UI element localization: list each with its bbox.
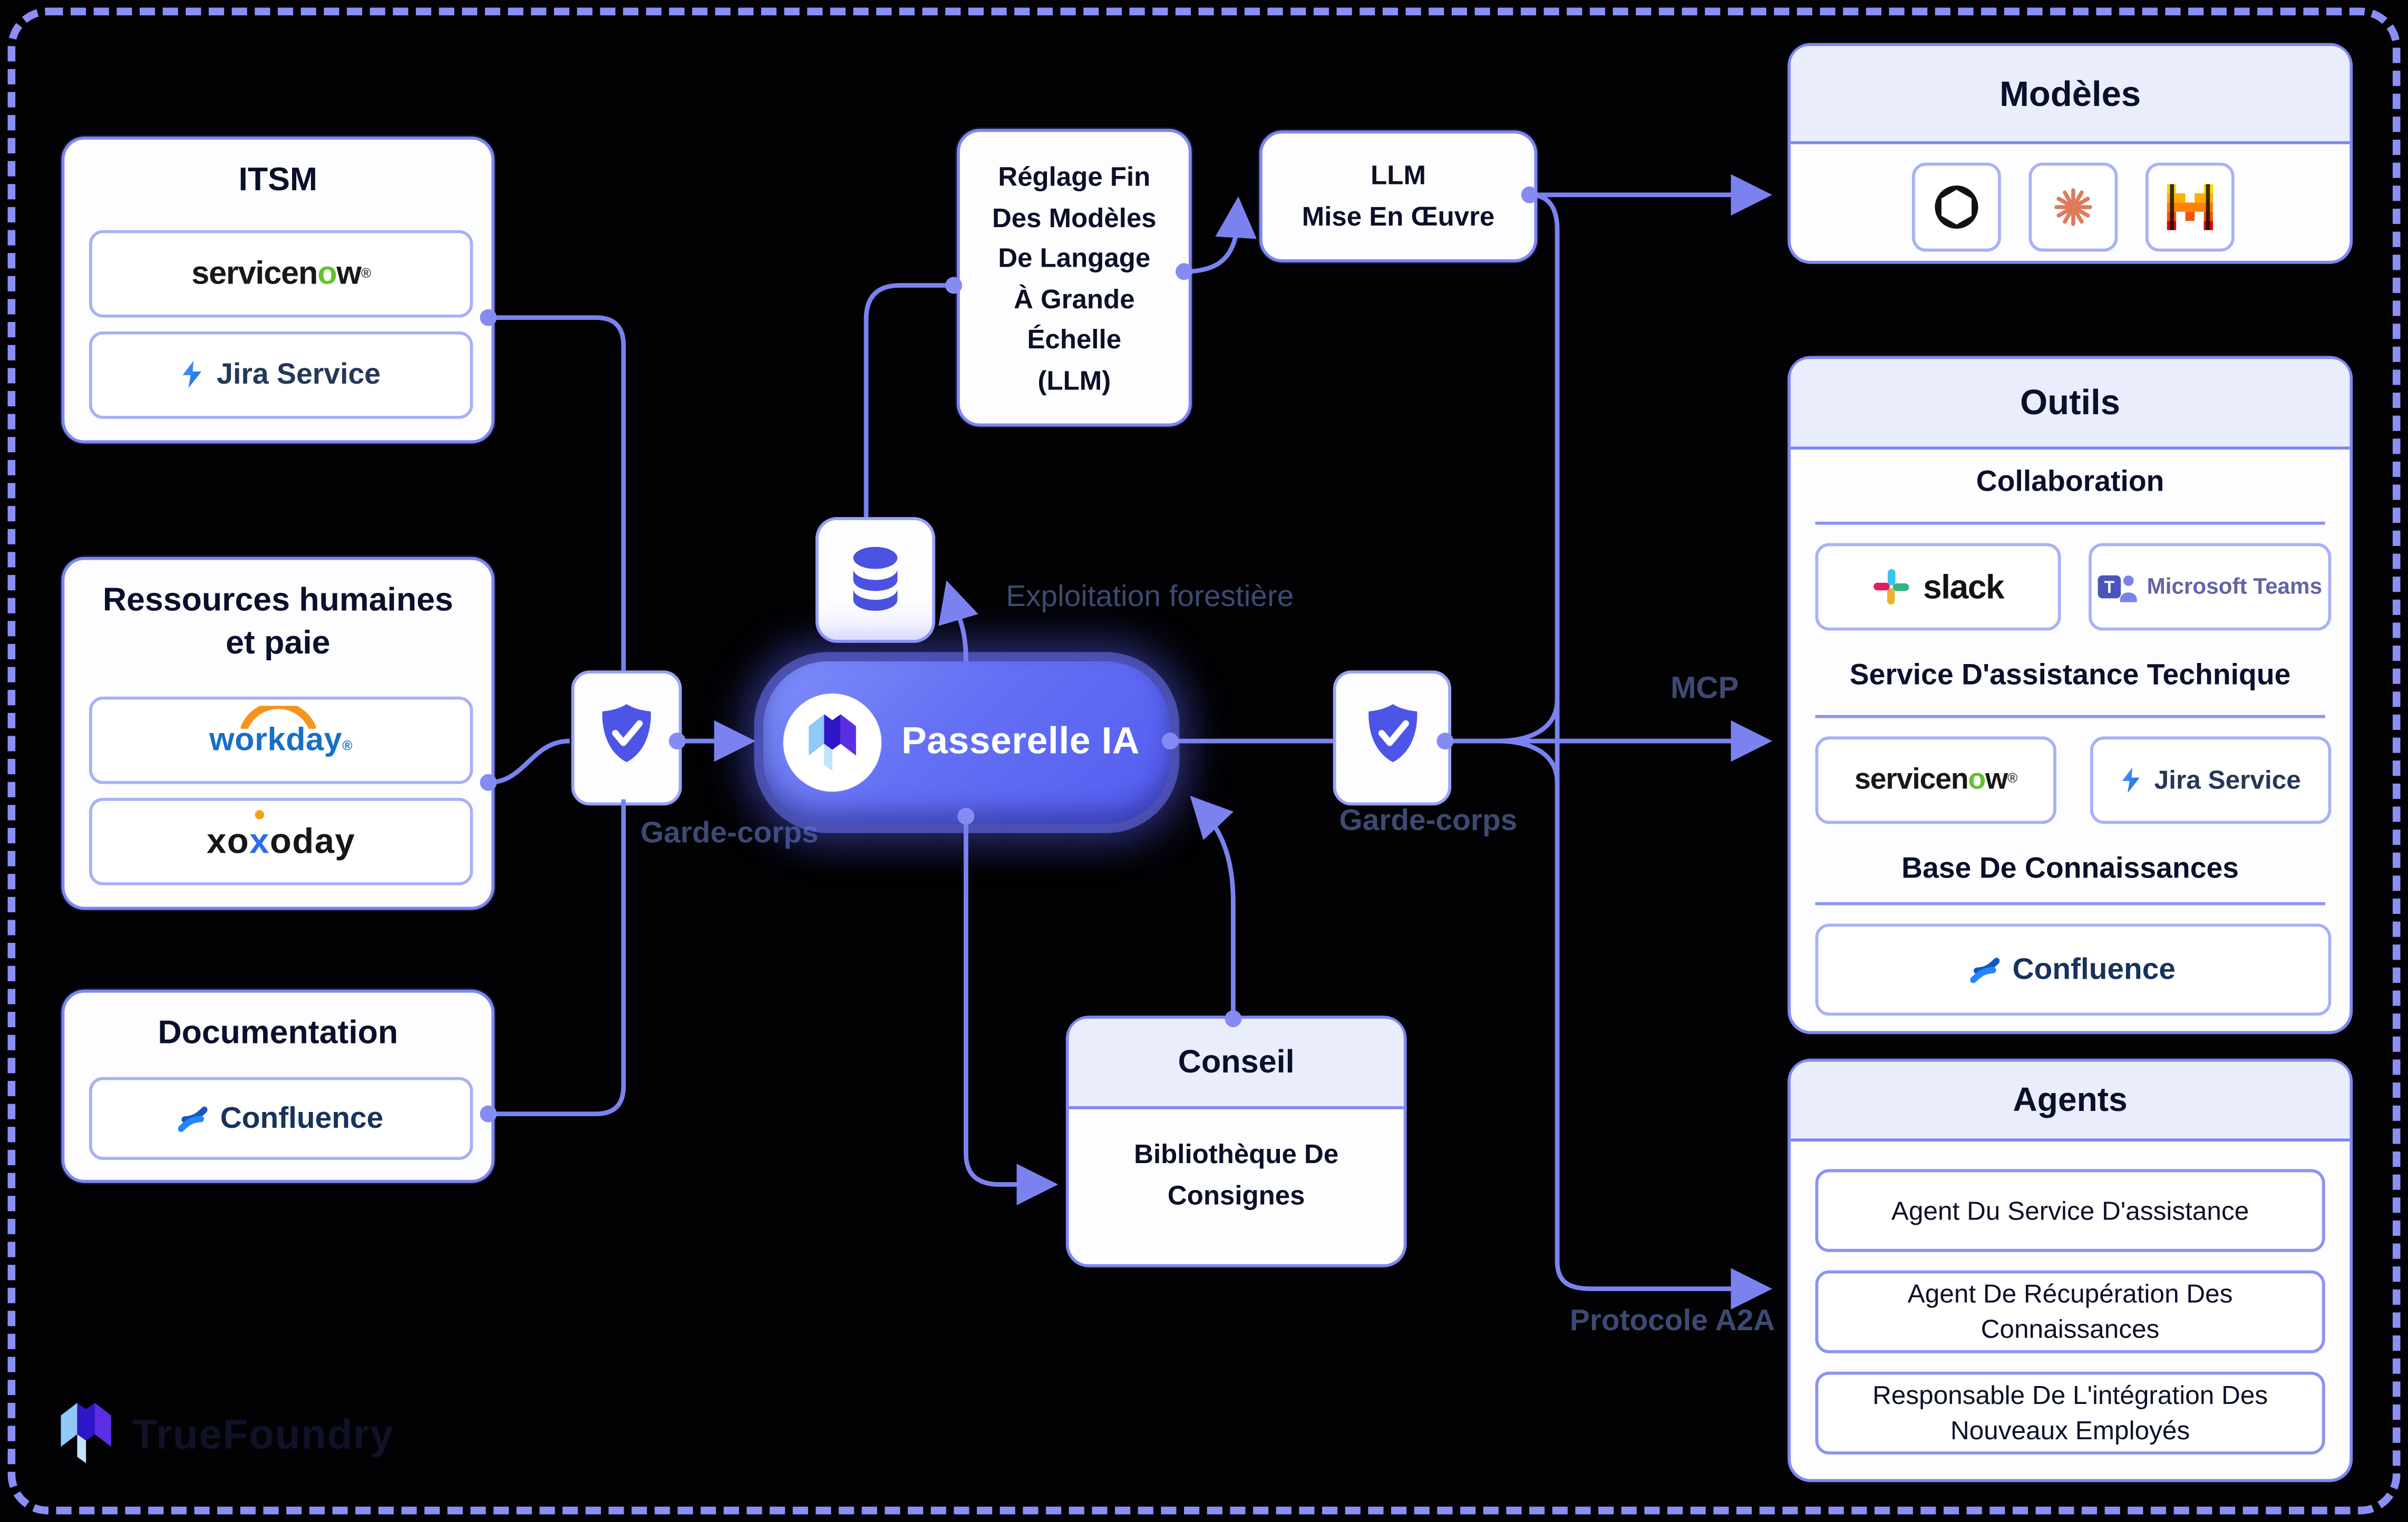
agent-row-onboarding: Responsable De L'intégration Des Nouveau…: [1815, 1371, 2325, 1455]
mcp-label: MCP: [1670, 672, 1739, 706]
agents-panel: Agents Agent Du Service D'assistance Age…: [1788, 1058, 2353, 1482]
itsm-box: ITSM servicenow® Jira Service: [61, 136, 495, 444]
finetune-box: Réglage Fin Des Modèles De Langage À Gra…: [956, 129, 1192, 427]
finetune-text: Réglage Fin Des Modèles De Langage À Gra…: [992, 161, 1157, 395]
gateway-label: Passerelle IA: [901, 721, 1140, 763]
mistral-icon: [2167, 184, 2213, 230]
teams-label: Microsoft Teams: [2147, 574, 2323, 599]
anthropic-icon: [2054, 188, 2092, 226]
doc-title: Documentation: [158, 1014, 399, 1051]
jira-service-tile: Jira Service: [89, 331, 473, 419]
divider: [1815, 902, 2325, 905]
confluence-mark-icon: [1970, 957, 2001, 983]
slack-tile: slack: [1815, 543, 2061, 631]
tools-panel: Outils Collaboration slack T Microsoft T…: [1788, 356, 2353, 1035]
divider: [1815, 521, 2325, 525]
a2a-label: Protocole A2A: [1569, 1304, 1775, 1338]
shield-check-icon: [602, 704, 651, 763]
svg-text:T: T: [2104, 577, 2114, 596]
slack-label: slack: [1923, 567, 2005, 606]
gateway-logo-circle: [783, 693, 882, 792]
brand-wordmark: TrueFoundry: [132, 1411, 394, 1458]
jira-bolt-icon: [182, 360, 202, 388]
models-title: Modèles: [1790, 46, 2350, 144]
teams-tile: T Microsoft Teams: [2089, 543, 2332, 631]
anthropic-tile: [2028, 162, 2118, 252]
dashed-frame-border: [7, 7, 2401, 1515]
cube-logo-icon: [809, 714, 856, 771]
teams-icon: T: [2098, 574, 2137, 602]
shield-check-icon: [1367, 704, 1417, 763]
doc-box: Documentation Confluence: [61, 989, 495, 1183]
conseil-title: Conseil: [1069, 1019, 1404, 1109]
conseil-box: Conseil Bibliothèque De Consignes: [1065, 1016, 1407, 1267]
confluence-label: Confluence: [220, 1100, 384, 1135]
slack-icon: [1873, 569, 1909, 605]
servicenow-tile-tools: servicenow®: [1815, 736, 2056, 824]
llm-box: LLM Mise En Œuvre: [1259, 130, 1538, 262]
confluence-label: Confluence: [2012, 952, 2176, 986]
workday-arc-icon: [240, 705, 316, 728]
logging-label: Exploitation forestière: [1006, 580, 1294, 614]
hr-title: Ressources humaines et paie: [102, 581, 453, 661]
guardrail-right-tile: [1333, 670, 1452, 806]
collab-section-label: Collaboration: [1976, 466, 2164, 499]
agent-row-knowledge: Agent De Récupération Des Connaissances: [1815, 1270, 2325, 1353]
itsm-title: ITSM: [238, 161, 318, 198]
openai-tile: [1912, 162, 2002, 252]
database-tile: [815, 517, 936, 643]
jira-label: Jira Service: [217, 358, 381, 391]
workday-tile: workday®: [89, 696, 473, 784]
servicenow-logo: servicenow®: [191, 255, 371, 291]
gateway-pill: Passerelle IA: [763, 661, 1170, 824]
database-icon: [853, 547, 898, 611]
llm-text: LLM Mise En Œuvre: [1302, 159, 1495, 232]
guardrail-left-tile: [571, 670, 682, 806]
brand-cube-logo-icon: [61, 1402, 111, 1464]
confluence-tile-doc: Confluence: [89, 1077, 473, 1160]
mistral-tile: [2145, 162, 2235, 252]
openai-icon: [1935, 186, 1978, 229]
workday-logo: workday®: [209, 705, 353, 759]
servicenow-tile: servicenow®: [89, 230, 473, 318]
agent-row-helpdesk: Agent Du Service D'assistance: [1815, 1169, 2325, 1252]
tools-title: Outils: [1790, 359, 2350, 450]
divider: [1815, 715, 2325, 718]
confluence-tile-tools: Confluence: [1815, 923, 2332, 1016]
kb-section-label: Base De Connaissances: [1901, 853, 2239, 885]
helpdesk-section-label: Service D'assistance Technique: [1849, 659, 2291, 692]
models-panel: Modèles: [1788, 43, 2353, 264]
agents-title: Agents: [1790, 1061, 2350, 1142]
guardrail-left-label: Garde-corps: [640, 816, 819, 850]
jira-bolt-icon: [2122, 766, 2140, 793]
conseil-body: Bibliothèque De Consignes: [1134, 1138, 1339, 1211]
jira-label: Jira Service: [2154, 765, 2301, 794]
guardrail-right-label: Garde-corps: [1339, 804, 1518, 838]
servicenow-logo: servicenow®: [1854, 763, 2017, 796]
jira-service-tile-tools: Jira Service: [2090, 736, 2332, 824]
confluence-mark-icon: [179, 1106, 208, 1131]
